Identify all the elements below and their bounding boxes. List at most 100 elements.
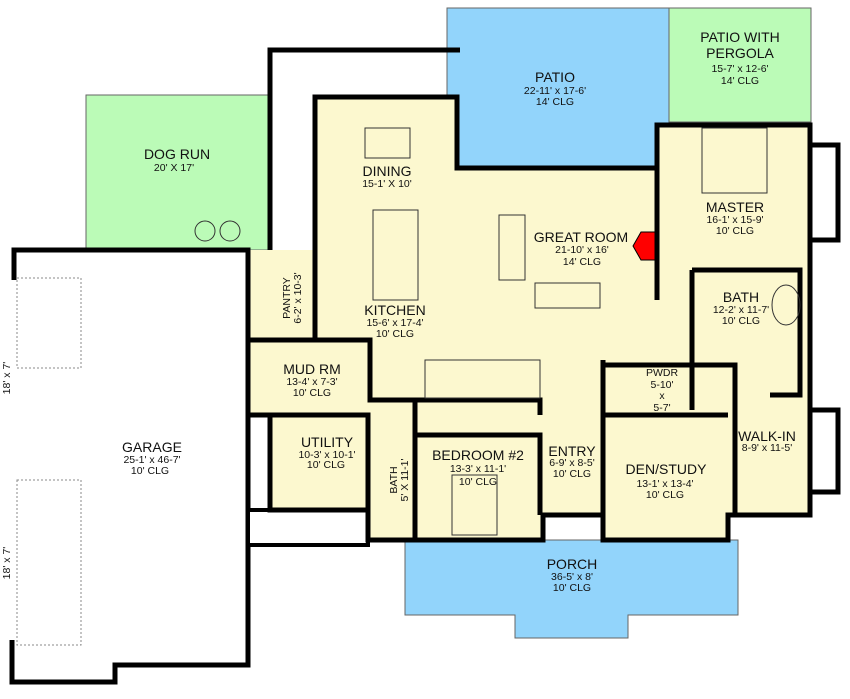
svg-text:5-7': 5-7' [653,402,670,414]
porch-label: PORCH 36-5' x 8' 10' CLG [547,556,598,594]
utility-label: UTILITY 10-3' x 10-1' 10' CLG [298,434,355,471]
outer-wall-north [267,47,460,250]
patio-label: PATIO 22-11' x 17-6' 14' CLG [524,69,586,108]
entry-label: ENTRY 6-9' x 8-5' 10' CLG [548,443,596,480]
svg-text:MASTER: MASTER [706,199,764,215]
svg-text:10' CLG: 10' CLG [716,225,754,237]
svg-text:10' CLG: 10' CLG [293,387,331,399]
svg-text:BATH: BATH [723,289,759,305]
stairs [424,359,541,399]
bedroom2-bed [451,474,498,536]
porch-area [404,539,739,639]
walk-in-label: WALK-IN 8-9' x 11-5' [738,428,796,454]
svg-text:x: x [659,390,665,402]
kitchen-island [372,209,419,301]
svg-text:PANTRY: PANTRY [281,277,293,319]
svg-text:10' CLG: 10' CLG [553,582,591,594]
dining-table [364,127,411,159]
svg-text:6-9' x 8-5': 6-9' x 8-5' [549,457,594,469]
wall [692,267,803,398]
garage-wall [9,247,251,685]
svg-text:10' CLG: 10' CLG [376,328,414,340]
svg-text:PWDR: PWDR [646,367,678,379]
pergola-label: PATIO WITH PERGOLA 15-7' x 12-6' 14' CLG [700,29,780,87]
svg-text:10' CLG: 10' CLG [459,476,497,488]
svg-text:10-3' x 10-1': 10-3' x 10-1' [298,449,355,461]
wall [415,432,543,515]
master-bath-label: BATH 12-2' x 11-7' 10' CLG [713,289,769,327]
sofa [498,214,526,281]
house-interior [248,97,810,540]
svg-text:10' CLG: 10' CLG [307,459,345,471]
garage-bay-2 [16,479,82,646]
svg-text:PORCH: PORCH [547,556,598,572]
house-walls [245,94,813,543]
master-label: MASTER 16-1' x 15-9' 10' CLG [706,199,764,237]
svg-text:UTILITY: UTILITY [301,434,354,450]
svg-text:DEN/STUDY: DEN/STUDY [626,461,708,477]
svg-text:25-1' x 46-7': 25-1' x 46-7' [123,454,180,466]
den-label: DEN/STUDY 13-1' x 13-4' 10' CLG [626,461,708,501]
bedroom2-label: BEDROOM #2 13-3' x 11-1' 10' CLG [432,447,524,488]
svg-text:GREAT ROOM: GREAT ROOM [534,229,628,245]
svg-text:12-2' x 11-7': 12-2' x 11-7' [713,304,769,316]
svg-text:13-4' x 7-3': 13-4' x 7-3' [286,376,337,388]
wall [603,362,738,515]
dining-label: DINING 15-1' X 10' [362,163,412,190]
svg-text:15-6' x 17-4': 15-6' x 17-4' [366,317,423,329]
svg-text:13-1' x 13-4': 13-1' x 13-4' [636,478,693,490]
svg-text:WALK-IN: WALK-IN [738,428,796,444]
svg-text:15-7' x 12-6': 15-7' x 12-6' [711,63,768,75]
dog-run-area [85,94,271,251]
svg-text:MUD RM: MUD RM [283,361,341,377]
svg-text:BEDROOM #2: BEDROOM #2 [432,447,524,463]
wall [248,337,543,415]
wall [270,412,371,540]
bathtub-icon [771,284,801,326]
svg-text:10' CLG: 10' CLG [131,465,169,477]
svg-text:DINING: DINING [363,163,412,179]
svg-text:14' CLG: 14' CLG [721,75,759,87]
svg-text:22-11' x 17-6': 22-11' x 17-6' [524,85,586,97]
svg-text:PERGOLA: PERGOLA [706,45,774,61]
svg-text:14' CLG: 14' CLG [536,96,574,108]
master-bump-2 [810,407,841,495]
dog-run-label: DOG RUN 20' X 17' [144,146,210,174]
pwdr-label: PWDR 5-10' x 5-7' [646,367,678,414]
svg-text:5-10': 5-10' [650,379,673,391]
svg-text:8-9' x 11-5': 8-9' x 11-5' [742,442,793,454]
garage-label: GARAGE 25-1' x 46-7' 10' CLG [122,439,182,477]
garage-area [12,250,248,682]
svg-text:KITCHEN: KITCHEN [364,302,425,318]
svg-text:5' X 11-1': 5' X 11-1' [399,459,411,502]
pergola-area [668,7,812,123]
dog-fans-icon [194,220,241,242]
svg-text:GARAGE: GARAGE [122,439,182,455]
mud-rm-label: MUD RM 13-4' x 7-3' 10' CLG [283,361,341,399]
garage-bay-1 [16,277,82,369]
svg-text:10' CLG: 10' CLG [722,315,760,327]
svg-text:10' CLG: 10' CLG [646,489,684,501]
pantry-label: PANTRY 6-2' x 10-3' [281,272,304,323]
svg-text:21-10' x 16': 21-10' x 16' [555,244,609,256]
svg-text:14' CLG: 14' CLG [563,256,601,268]
svg-text:ENTRY: ENTRY [548,443,596,459]
kitchen-label: KITCHEN 15-6' x 17-4' 10' CLG [364,302,425,340]
great-room-label: GREAT ROOM 21-10' x 16' 14' CLG [534,229,628,268]
svg-text:PATIO: PATIO [535,69,575,85]
svg-text:16-1' x 15-9': 16-1' x 15-9' [706,214,763,226]
svg-text:PATIO WITH: PATIO WITH [700,29,780,45]
svg-text:BATH: BATH [388,466,400,493]
svg-text:13-3' x 11-1': 13-3' x 11-1' [450,463,506,475]
svg-text:6-2' x 10-3': 6-2' x 10-3' [292,272,304,323]
master-bed [701,127,768,194]
garage-side-room [246,508,370,547]
svg-text:10' CLG: 10' CLG [553,468,591,480]
svg-text:36-5' x 8': 36-5' x 8' [551,571,593,583]
sofa [534,282,601,309]
svg-text:20' X 17': 20' X 17' [154,162,194,174]
master-bump-1 [810,142,841,243]
fireplace-icon [632,231,656,261]
patio-area [446,7,670,171]
